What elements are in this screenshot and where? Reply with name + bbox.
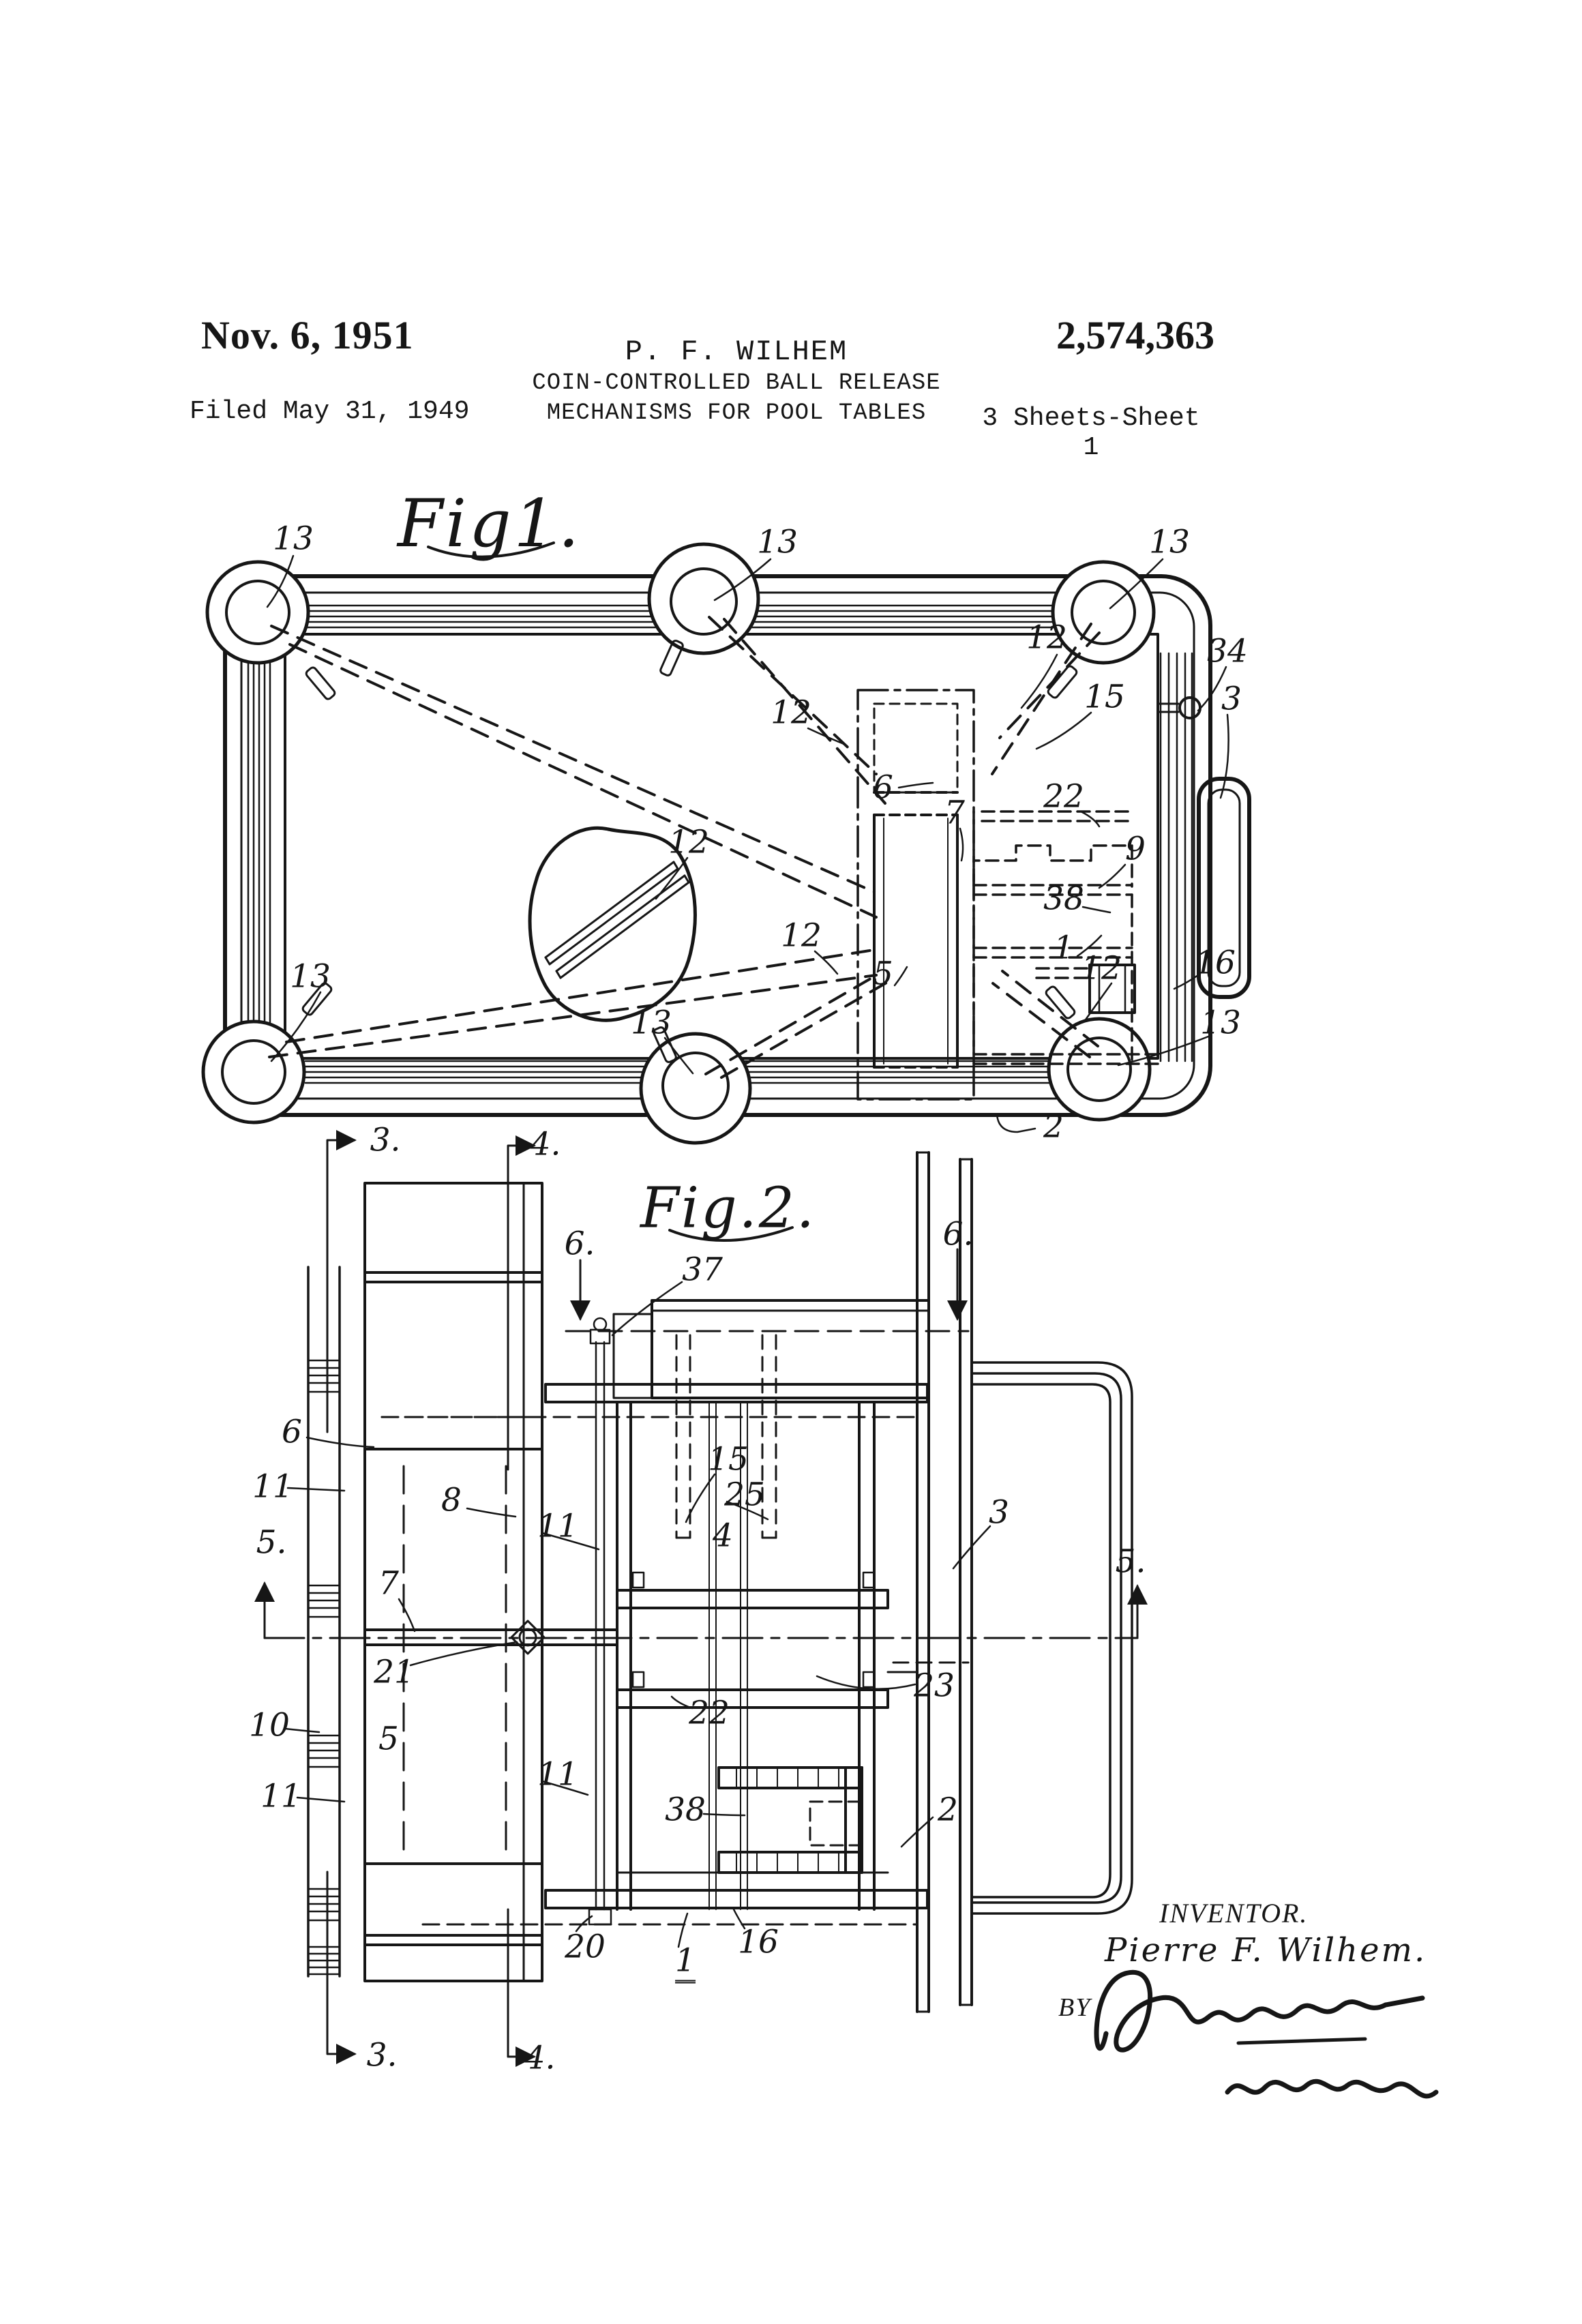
fig1-title: Fig1. <box>397 486 582 562</box>
header-center: P. F. WILHEM COIN-CONTROLLED BALL RELEAS… <box>477 336 996 428</box>
fig1-leaders <box>266 554 1229 1133</box>
filed-date: Filed May 31, 1949 <box>190 397 470 426</box>
patent-title-line1: COIN-CONTROLLED BALL RELEASE <box>532 370 941 396</box>
patent-number: 2,574,363 <box>1056 313 1214 357</box>
by-label: BY <box>1058 1993 1092 2022</box>
fig1-drawing <box>201 541 1251 1145</box>
attorney-signature <box>1094 1969 1439 2099</box>
inventor-abbrev: P. F. WILHEM <box>625 336 848 368</box>
attorney-title-script <box>1225 2079 1439 2099</box>
patent-title-line2: MECHANISMS FOR POOL TABLES <box>546 400 927 426</box>
fig2-leaders <box>284 1281 991 1948</box>
inventor-caption: INVENTOR. <box>1159 1898 1309 1928</box>
fig2-drawing <box>254 1130 1148 2067</box>
issue-date: Nov. 6, 1951 <box>201 313 414 357</box>
sheet-number: 3 Sheets-Sheet 1 <box>982 404 1200 462</box>
inventor-name: Pierre F. Wilhem. <box>1105 1931 1427 1969</box>
fig2-title: Fig.2. <box>640 1176 816 1241</box>
